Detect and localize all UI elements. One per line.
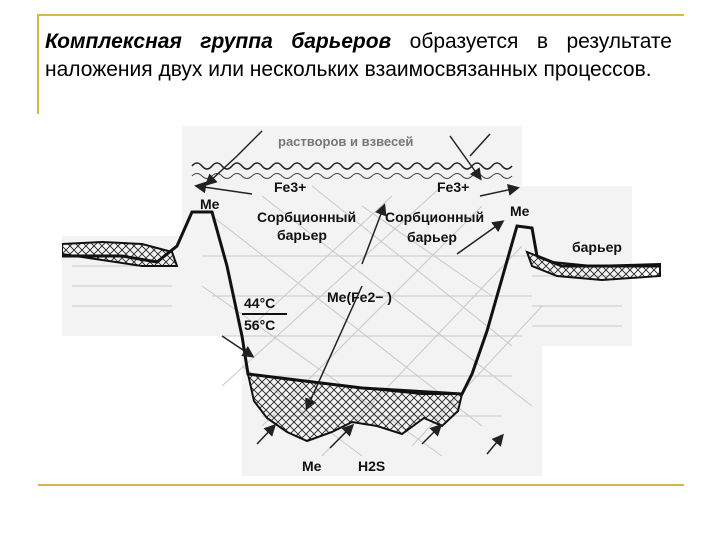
me-left-label: Me (200, 196, 220, 212)
water-surface-wave-2 (191, 173, 513, 179)
sorption-right-label: Сорбционный (385, 209, 484, 225)
bottom-sediment-crosshatch (246, 372, 464, 443)
solutions-label: растворов и взвесей (278, 134, 413, 149)
temperature-56-label: 56°C (244, 317, 275, 333)
sorption-right-barrier-label: барьер (407, 229, 457, 245)
sorption-left-barrier-label: барьер (277, 227, 327, 243)
fe3-left-label: Fe3+ (274, 179, 306, 195)
bottom-accent-rule (38, 484, 684, 486)
me-right-label: Me (510, 203, 530, 219)
me-bottom-label: Me (302, 458, 322, 474)
top-accent-rule (38, 14, 684, 16)
definition-text: образуется в результате наложения двух и… (45, 30, 672, 81)
h2s-label: H2S (358, 458, 385, 474)
temperature-44-label: 44°C (244, 295, 275, 311)
water-surface-wave (191, 162, 513, 170)
sorption-left-label: Сорбционный (257, 209, 356, 225)
barrier-far-right-label: барьер (572, 239, 622, 255)
process-arrows (194, 130, 520, 455)
barrier-diagram: растворов и взвесей Fe3+ Fe3+ Me Me Сорб… (61, 126, 662, 486)
left-accent-rule (37, 14, 39, 114)
term-complex-barrier-group: Комплексная группа барьеров (45, 30, 392, 53)
slide-paragraph: Комплексная группа барьеров образуется в… (45, 28, 672, 84)
fe3-right-label: Fe3+ (437, 179, 469, 195)
me-fe-label: Me(Fe2− ) (327, 289, 392, 305)
